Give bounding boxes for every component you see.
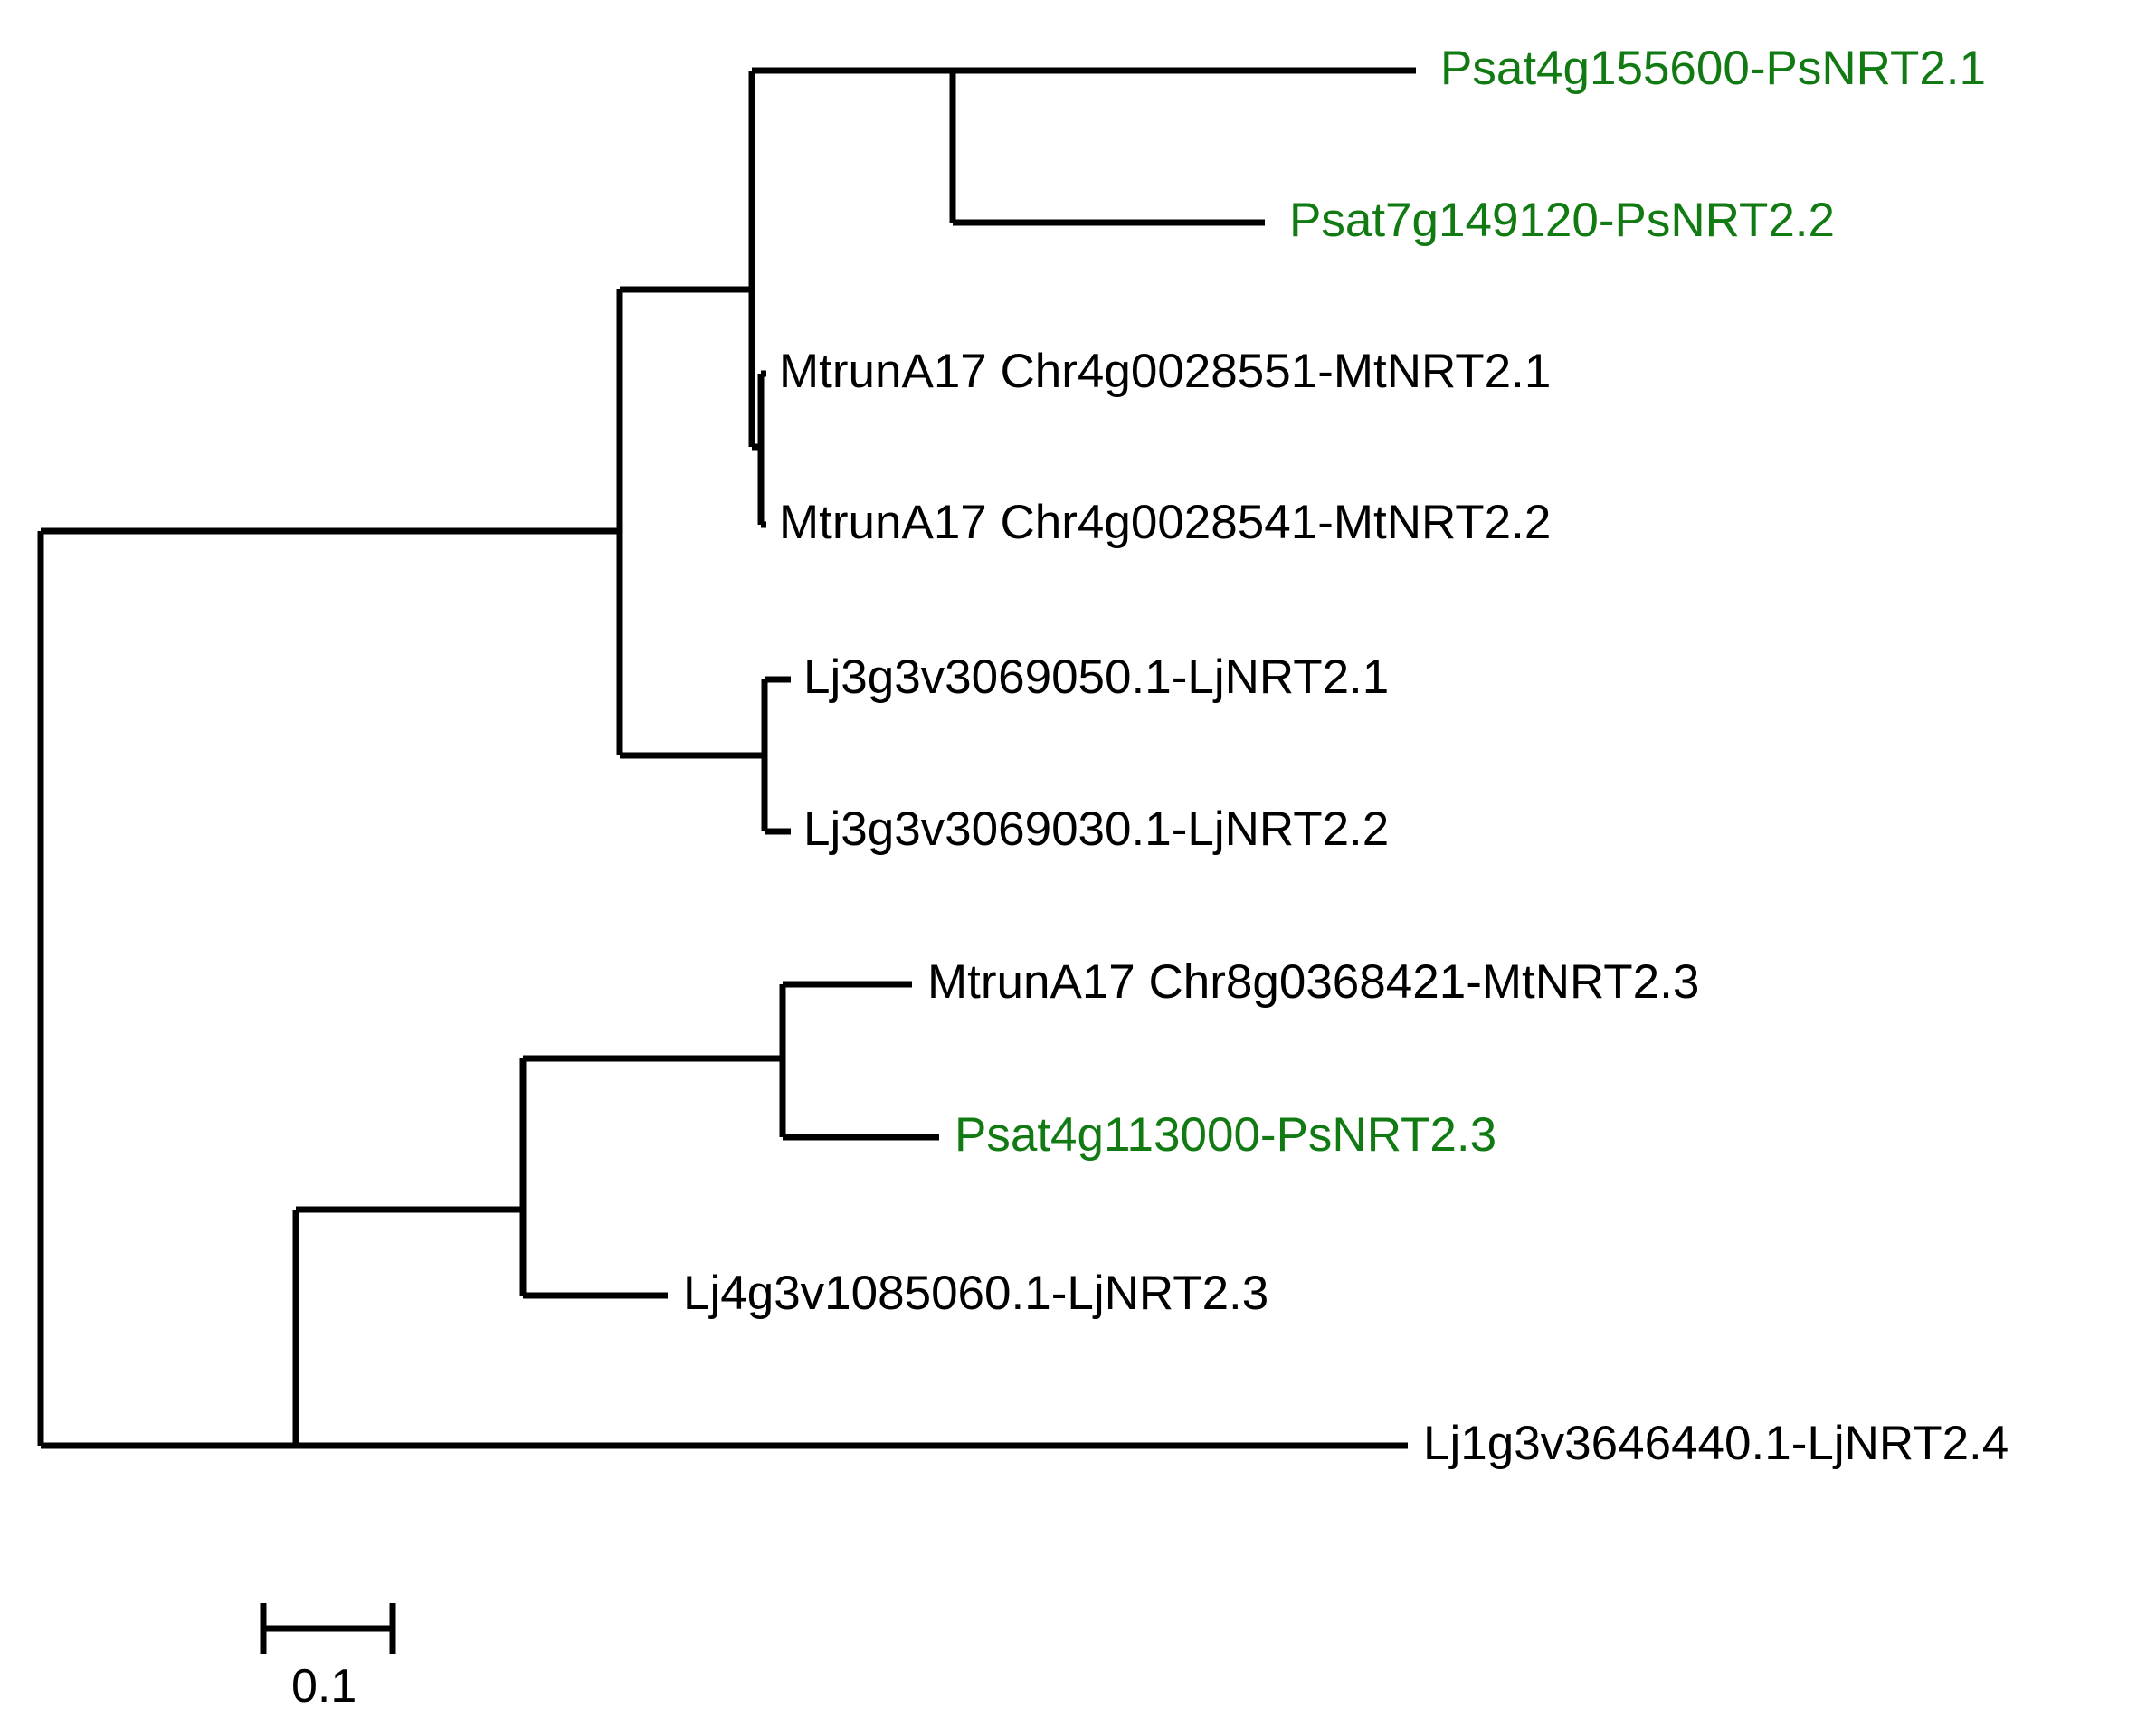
tip-label-ljnrt2-3: Lj4g3v1085060.1-LjNRT2.3	[683, 1267, 1269, 1320]
tip-label-mtnrt2-1: MtrunA17 Chr4g0028551-MtNRT2.1	[779, 345, 1552, 398]
scale-bar-label: 0.1	[291, 1660, 357, 1713]
tip-label-ljnrt2-4: Lj1g3v3646440.1-LjNRT2.4	[1423, 1417, 2009, 1470]
tip-label-ljnrt2-1: Lj3g3v3069050.1-LjNRT2.1	[803, 650, 1390, 704]
tip-label-mtnrt2-3: MtrunA17 Chr8g0368421-MtNRT2.3	[927, 955, 1700, 1009]
tip-label-psnrt2-3: Psat4g113000-PsNRT2.3	[955, 1108, 1497, 1162]
tip-label-psnrt2-2: Psat7g149120-PsNRT2.2	[1289, 194, 1836, 247]
tip-label-ljnrt2-2: Lj3g3v3069030.1-LjNRT2.2	[803, 802, 1390, 856]
tip-label-mtnrt2-2: MtrunA17 Chr4g0028541-MtNRT2.2	[779, 496, 1552, 549]
tip-label-psnrt2-1: Psat4g155600-PsNRT2.1	[1440, 42, 1987, 95]
